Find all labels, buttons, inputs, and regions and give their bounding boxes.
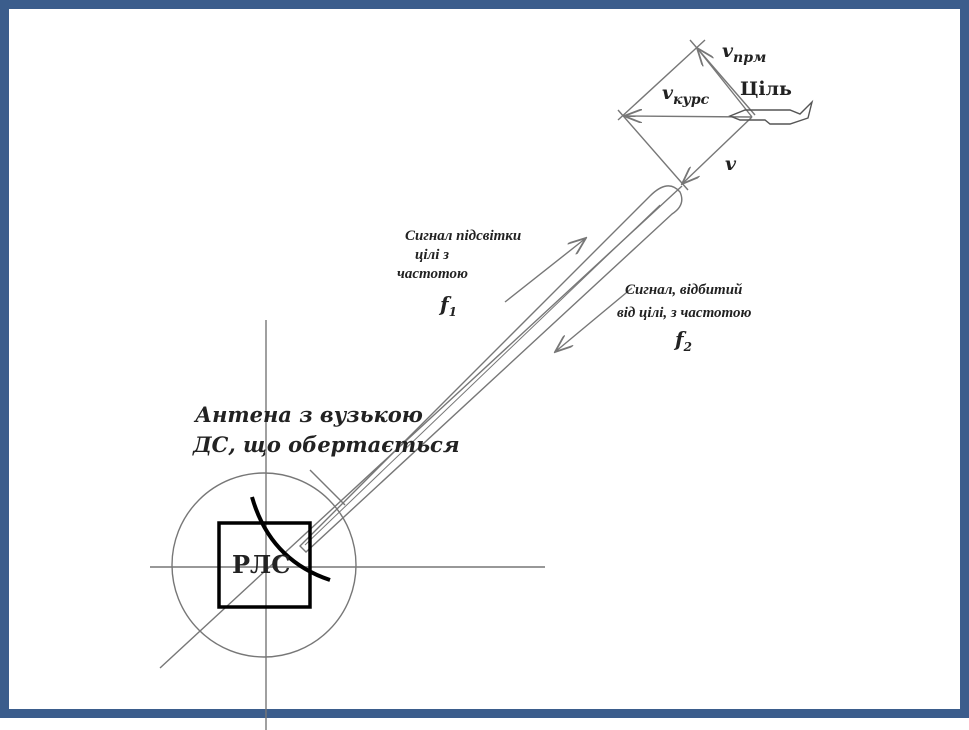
beam-lobe-inner (304, 204, 661, 546)
reflected-signal-line2: від цілі, з частотою (617, 305, 752, 321)
illum-signal-line1: Сигнал підсвітки (405, 228, 522, 244)
v-total-label: v (725, 153, 737, 175)
illum-frequency: f1 (440, 292, 457, 319)
antenna-label-line1: Антена з вузькою (195, 402, 423, 427)
radar-box (217, 521, 312, 609)
v-radial-label: vпрм (722, 40, 767, 66)
diamond-edge (617, 109, 689, 191)
line-of-sight (159, 185, 683, 669)
rotation-circle (171, 472, 357, 658)
antenna-label-line2: ДС, що обертається (193, 432, 460, 457)
target-label: Ціль (740, 78, 792, 100)
reflected-signal-line1: Сигнал, відбитий (625, 282, 743, 298)
antenna-arc (250, 496, 331, 582)
v-radial-arrow (697, 48, 753, 118)
beam-lobe (299, 185, 683, 553)
v-course-label: vкурс (662, 82, 710, 108)
illum-signal-line3: частотою (397, 266, 468, 282)
illum-signal-line2: цілі з (415, 247, 449, 263)
reflected-frequency: f2 (675, 327, 692, 354)
tangent-tick (309, 469, 346, 506)
v-total-arrow (682, 116, 753, 184)
aircraft-icon (728, 99, 814, 125)
radar-label: РЛС (232, 550, 291, 579)
reflected-signal-arrow (555, 287, 633, 352)
diamond-edge (617, 39, 706, 121)
illum-signal-arrow (504, 238, 586, 303)
